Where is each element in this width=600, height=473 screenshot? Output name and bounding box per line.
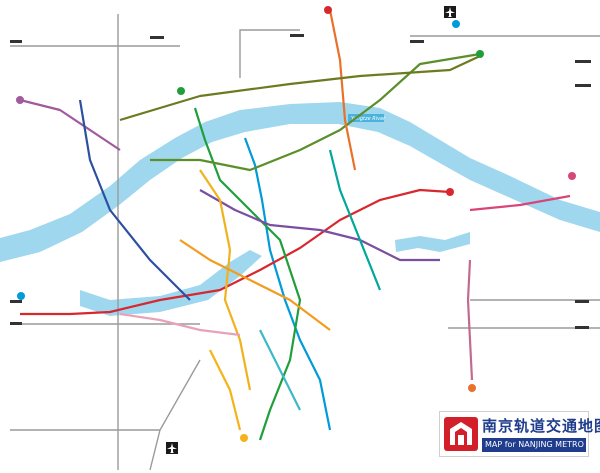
qinhuai-river — [80, 250, 262, 316]
map-title-panel: 南京轨道交通地图 MAP for NANJING METRO — [439, 411, 600, 457]
line-5 — [199, 169, 252, 391]
map-title: 南京轨道交通地图 — [482, 417, 600, 435]
line-6 — [328, 149, 382, 291]
line-s3 — [19, 98, 121, 151]
line-10 — [119, 312, 241, 337]
line-s7 — [466, 259, 474, 381]
line-9 — [179, 239, 331, 331]
line-4 — [199, 189, 440, 262]
line-3 — [193, 107, 302, 441]
airplane-icon — [444, 6, 456, 18]
metro-lines — [19, 9, 571, 441]
line-outer-olive — [119, 55, 481, 122]
river-label-box — [348, 114, 384, 122]
line-s8 — [328, 9, 357, 171]
line-s1 — [259, 329, 301, 411]
nanjing-metro-logo-icon — [444, 417, 478, 451]
line-s9 — [209, 349, 242, 431]
line-badges — [16, 6, 576, 442]
map-subtitle: MAP for NANJING METRO — [482, 438, 586, 452]
railway-lines — [10, 14, 600, 471]
line-1 — [243, 137, 332, 431]
line-2 — [20, 188, 451, 316]
subtitle-main: NANJING METRO — [518, 440, 584, 449]
yangtze-river — [0, 102, 600, 262]
line-outer-blue — [78, 99, 191, 301]
station-labels — [10, 34, 591, 329]
airplane-icon — [166, 442, 178, 454]
line-7 — [150, 52, 481, 172]
subtitle-prefix: MAP for — [485, 440, 516, 449]
river-label: Yangtze River — [351, 116, 386, 122]
line-s6 — [469, 194, 571, 212]
east-river-branch — [395, 232, 470, 252]
